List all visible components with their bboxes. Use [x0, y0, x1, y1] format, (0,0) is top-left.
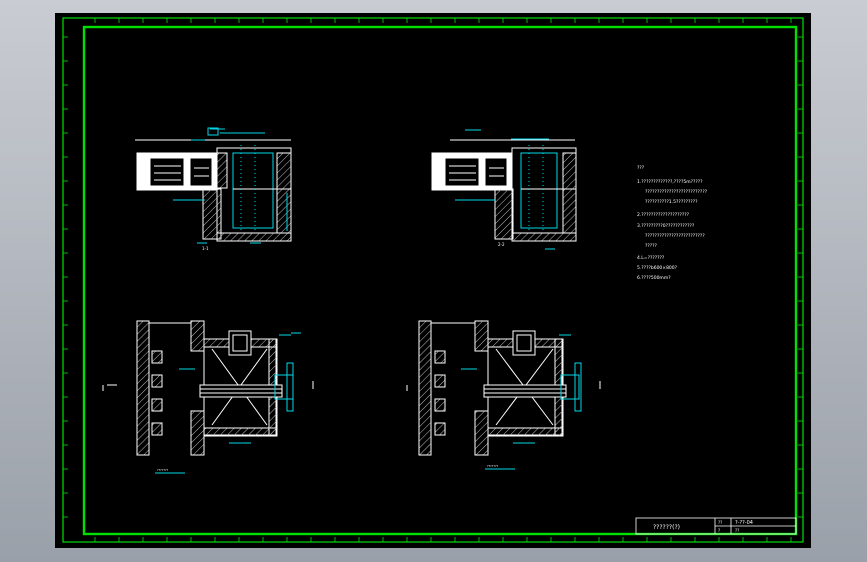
plan-caption-right: ???????	[487, 464, 499, 468]
section-2-2	[431, 129, 577, 250]
drawing-canvas: 1-1 2-2	[62, 17, 804, 543]
sheet-number: ?-??-04	[735, 520, 753, 526]
drawing-title: ??????(?)	[653, 524, 680, 531]
note-line: ??????????????????????????	[645, 189, 708, 195]
notes-heading: ???	[637, 165, 645, 171]
outer-frame	[62, 17, 804, 543]
plan-left	[102, 320, 314, 474]
plan-right	[406, 320, 601, 470]
scale-value: ??	[735, 528, 739, 533]
note-line: 3.?????????0????????????	[637, 223, 695, 229]
note-line: 5.????b600×800?	[637, 265, 678, 271]
section-label-2-2: 2-2	[498, 242, 505, 247]
title-block	[635, 517, 797, 535]
note-line: ?????	[645, 243, 658, 249]
note-line: 4.L=???????	[637, 255, 665, 261]
frame-ticks	[63, 18, 803, 542]
sheet-label: ??	[718, 520, 722, 525]
note-line: 6.????500mm?	[637, 275, 671, 281]
note-line: ??????????1.5?????????	[645, 199, 698, 205]
note-line: 1.?????????????,????5m?????	[637, 179, 703, 185]
section-1-1	[135, 127, 292, 244]
inner-frame	[82, 25, 798, 536]
note-line: 2.????????????????????	[637, 212, 690, 218]
drawing-sheet: 1-1 2-2	[55, 13, 811, 548]
design-notes: ??? 1.?????????????,????5m????? ????????…	[637, 165, 708, 281]
scale-label: ?	[718, 528, 720, 533]
note-line: ?????????????????????????	[645, 233, 705, 239]
section-label-1-1: 1-1	[202, 246, 209, 251]
plan-caption-left: ???????	[157, 468, 169, 472]
